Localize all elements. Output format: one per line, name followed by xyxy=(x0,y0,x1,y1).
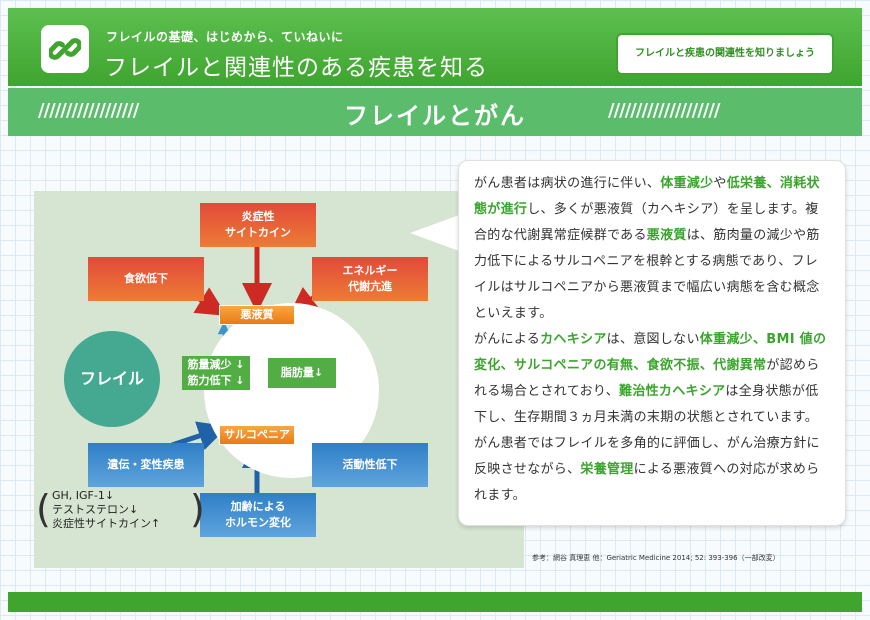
paragraph-1: がん患者は病状の進行に伴い、体重減少や低栄養、消耗状態が進行し、多くが悪液質（カ… xyxy=(474,171,831,327)
body-text: は、筋肉量の減少や筋力低下によるサルコペニアを根幹とする病態であり、フレイルはサ… xyxy=(474,228,820,321)
box-inflammatory-cytokine: 炎症性 サイトカイン xyxy=(200,203,316,247)
topic-badge: フレイルと疾患の関連性を知りましょう xyxy=(616,33,834,75)
box-activity-decline: 活動性低下 xyxy=(312,443,428,487)
box-muscle-loss: 筋量減少 ↓ 筋力低下 ↓ xyxy=(182,356,250,390)
body-text: がんによる xyxy=(474,332,541,347)
chain-link-icon xyxy=(49,38,81,60)
paragraph-2: がんによるカヘキシアは、意図しない体重減少、BMI 値の変化、サルコペニアの有無… xyxy=(474,327,831,431)
highlight-text: 低栄養、消耗状態が進行 xyxy=(474,176,820,217)
body-text: がん患者は病状の進行に伴い、 xyxy=(474,176,661,191)
note-gh-igf: GH, IGF-1↓ xyxy=(52,489,115,502)
box-sarcopenia: サルコペニア xyxy=(219,425,295,445)
box-cachexia: 悪液質 xyxy=(219,305,295,325)
highlight-text: カヘキシア xyxy=(540,332,607,347)
box-genetic-degenerative: 遺伝・変性疾患 xyxy=(88,443,204,487)
reference-citation: 参考：網谷 真理恵 他：Geriatric Medicine 2014; 52:… xyxy=(532,554,780,562)
body-text: による悪液質への対応が求められます。 xyxy=(474,462,820,503)
highlight-text: 体重減少 xyxy=(660,176,714,191)
body-text: は全身状態が低下し、生存期間３ヵ月未満の末期の状態とされています。 xyxy=(474,384,819,425)
header-bar: フレイルの基礎、はじめから、ていねいに フレイルと関連性のある疾患を知る フレイ… xyxy=(8,8,862,86)
speech-pointer xyxy=(410,215,459,251)
slash-decoration-left: ////////////////// xyxy=(38,100,139,121)
body-text: し、多くが悪液質（カヘキシア）を呈します。複合的な代謝異常症候群である xyxy=(474,202,819,243)
body-text: や xyxy=(713,176,727,191)
section-title: フレイルとがん xyxy=(344,102,526,130)
frailty-circle: フレイル xyxy=(64,331,160,427)
note-cytokine: 炎症性サイトカイン↑ xyxy=(52,517,161,530)
body-text: は、意図しない xyxy=(606,332,700,347)
box-fat-loss: 脂肪量↓ xyxy=(268,358,336,388)
page-title: フレイルと関連性のある疾患を知る xyxy=(104,55,488,81)
section-band: ////////////////// //////////////////// … xyxy=(8,88,862,136)
body-text: がん患者ではフレイルを多角的に評価し、がん治療方針に反映させながら、 xyxy=(474,436,820,477)
header-subtitle: フレイルの基礎、はじめから、ていねいに xyxy=(106,30,344,44)
box-energy-metabolism: エネルギー 代謝亢進 xyxy=(312,257,428,301)
box-appetite-loss: 食欲低下 xyxy=(88,257,204,301)
highlight-text: 体重減少、BMI 値の変化、サルコペニアの有無、食欲不振、代謝異常 xyxy=(474,332,827,373)
footer-bar xyxy=(8,592,862,612)
body-text: が認められる場合とされており、 xyxy=(474,358,820,399)
left-bracket: ( xyxy=(36,487,51,531)
logo xyxy=(41,25,89,73)
right-bracket: ) xyxy=(190,487,205,531)
frailty-cancer-diagram: フレイル 炎症性 サイトカイン 食欲低下 エネルギー 代謝亢進 悪液質 筋量減少… xyxy=(34,191,524,568)
note-testosterone: テストステロン↓ xyxy=(52,503,139,516)
box-hormone-change: 加齢による ホルモン変化 xyxy=(200,493,316,537)
highlight-text: 難治性カヘキシア xyxy=(619,384,726,399)
slash-decoration-right: //////////////////// xyxy=(608,100,720,121)
paragraph-3: がん患者ではフレイルを多角的に評価し、がん治療方針に反映させながら、栄養管理によ… xyxy=(474,431,831,509)
highlight-text: 悪液質 xyxy=(646,228,687,243)
explanation-text: がん患者は病状の進行に伴い、体重減少や低栄養、消耗状態が進行し、多くが悪液質（カ… xyxy=(458,160,846,526)
highlight-text: 栄養管理 xyxy=(580,462,634,477)
hormone-notes: ( GH, IGF-1↓ テストステロン↓ 炎症性サイトカイン↑ ) xyxy=(36,487,205,533)
